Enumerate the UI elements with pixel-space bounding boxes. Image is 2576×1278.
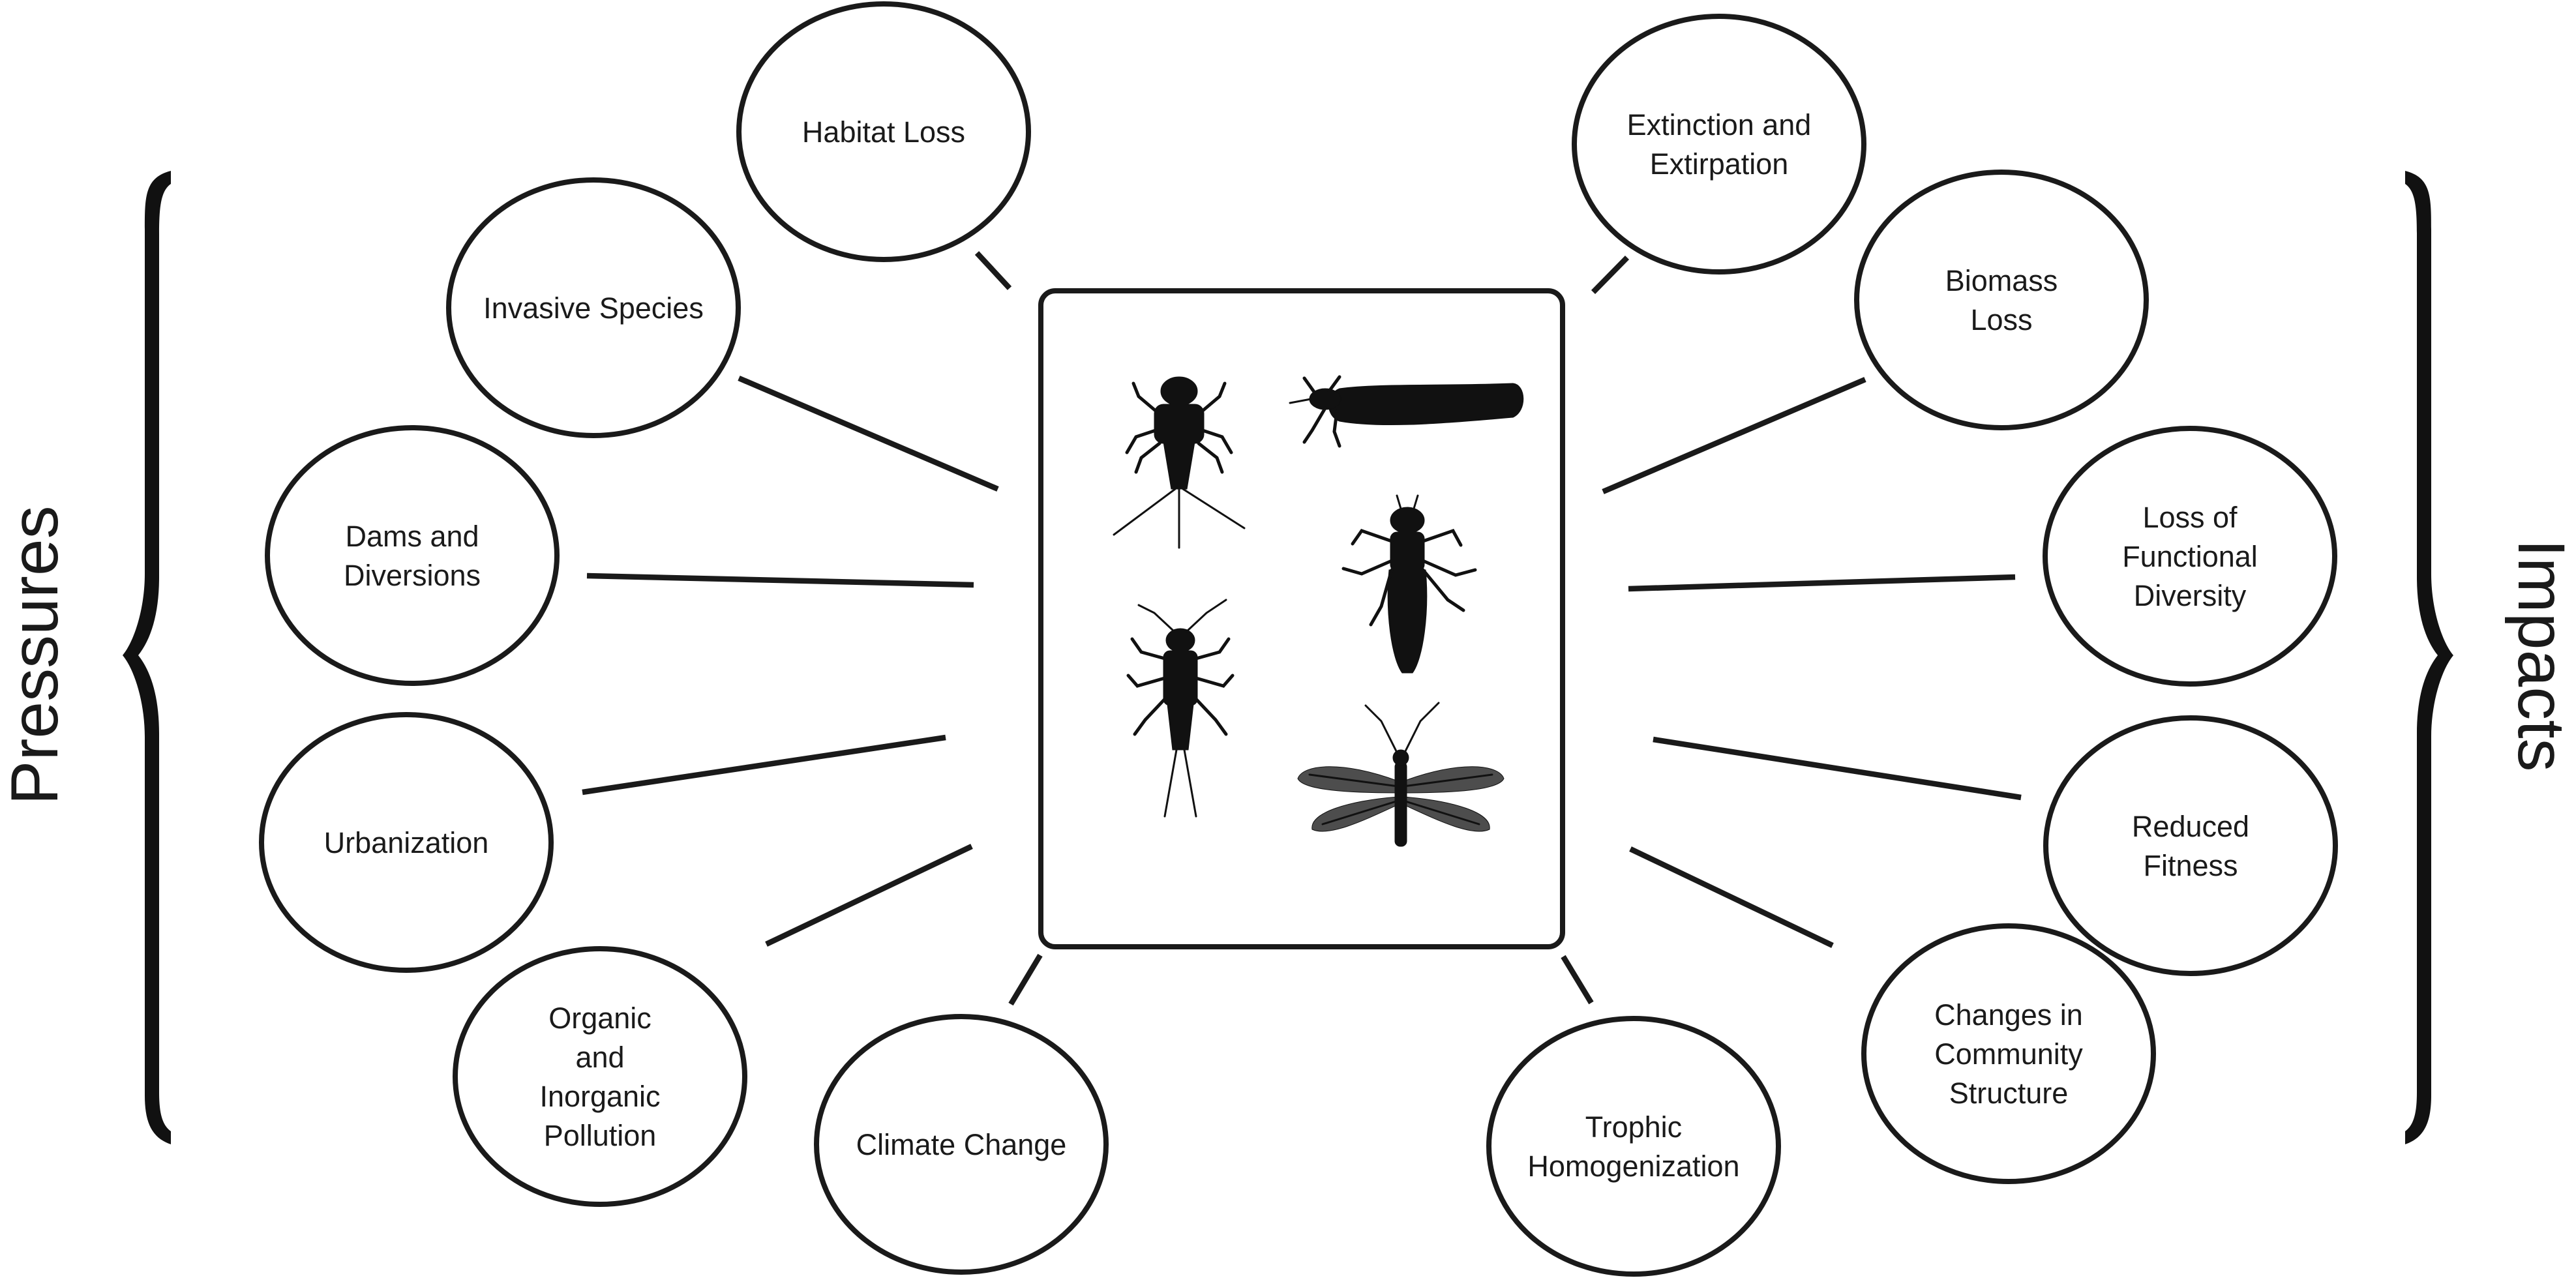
node-invasive-species: Invasive Species [446,177,741,438]
node-label-line: Habitat Loss [802,115,965,149]
node-label-line: Pollution [544,1119,657,1152]
stonefly-nymph-icon [1126,599,1235,818]
dragonfly-nymph-icon [1341,494,1477,674]
node-label-line: Structure [1949,1077,2069,1110]
node-label-line: Urbanization [324,826,489,859]
impacts-side: Impacts [2405,171,2576,1144]
connector-urbanization [582,734,946,795]
node-ellipse [1572,14,1866,275]
node-label-line: Loss of [2142,501,2238,534]
right-brace [2405,171,2453,1144]
connector-lines [582,251,2022,1006]
node-label-line: Diversions [344,559,481,592]
node-ellipse [453,946,747,1207]
connector-biomass-loss [1602,377,1866,494]
node-urbanization: Urbanization [259,712,554,973]
pressures-label: Pressures [0,505,72,805]
node-label-line: Loss [1970,303,2032,336]
node-label-line: Organic [548,1002,651,1035]
left-brace [123,171,171,1144]
mayfly-nymph-icon [1113,376,1246,549]
connector-climate-change [1008,953,1043,1006]
node-ellipse [1486,1016,1781,1277]
connector-changes-in-community-structure [1629,846,1834,948]
node-ellipse [814,1014,1109,1275]
node-climate-change: Climate Change [814,1014,1109,1275]
node-label-line: Extirpation [1650,147,1789,181]
node-ellipse [1854,170,2149,430]
connector-organic-inorganic-pollution [765,844,973,947]
node-label-line: Fitness [2143,849,2238,882]
connector-reduced-fitness [1653,736,2022,801]
node-ellipse [265,425,560,686]
node-ellipse [1861,923,2156,1184]
adult-stonefly-icon [1297,702,1505,847]
node-label-line: Functional [2122,540,2258,573]
node-label-line: Community [1934,1037,2083,1071]
pressures-side: Pressures [0,171,171,1144]
connector-dams-and-diversions [586,572,974,588]
center-panel [1038,288,1565,949]
node-ellipse [2043,426,2337,687]
node-ellipse [2043,715,2338,976]
node-label-line: Inorganic [539,1080,660,1113]
node-label-line: Homogenization [1527,1150,1739,1183]
node-label-line: Dams and [345,520,479,553]
connector-invasive-species [738,376,999,492]
connector-extinction-and-extirpation [1591,256,1630,294]
connector-trophic-homogenization [1561,955,1594,1005]
node-ellipse [446,177,741,438]
connector-loss-of-functional-diversity [1628,574,2016,592]
node-label-line: and [575,1041,624,1074]
caddisfly-larva-icon [1289,375,1524,448]
node-label-line: Extinction and [1627,108,1812,141]
impacts-label: Impacts [2504,539,2576,771]
node-label-line: Invasive Species [483,291,704,325]
connector-habitat-loss [974,251,1012,290]
node-label-line: Climate Change [856,1128,1067,1161]
node-label-line: Changes in [1934,998,2083,1032]
node-ellipse [259,712,554,973]
node-label-line: Diversity [2134,579,2247,612]
node-habitat-loss: Habitat Loss [736,1,1031,262]
node-label-line: Reduced [2132,810,2249,843]
node-ellipse [736,1,1031,262]
node-label-line: Trophic [1585,1110,1682,1144]
node-label-line: Biomass [1945,264,2058,297]
